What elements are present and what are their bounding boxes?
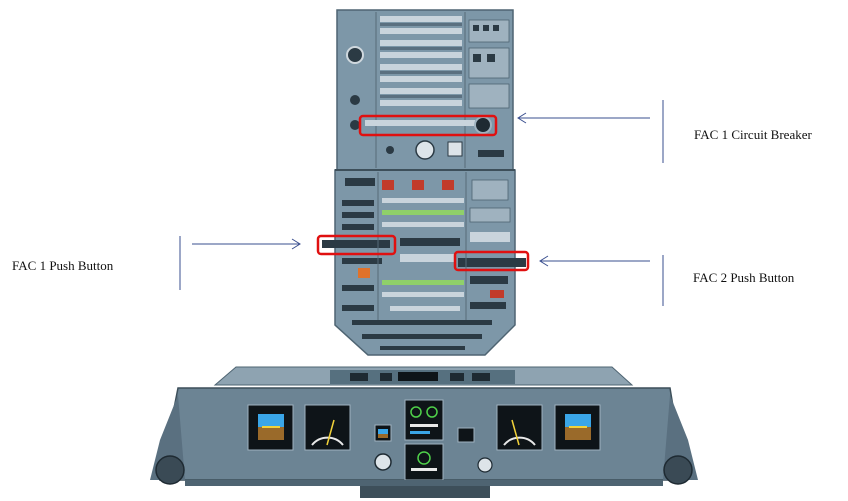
callout-arrows [179, 100, 664, 306]
overhead-panel [322, 9, 526, 356]
fac2-push-button-label: FAC 2 Push Button [693, 270, 795, 285]
fac1-push-button-highlight [316, 234, 397, 256]
fac1-circuit-breaker-label: FAC 1 Circuit Breaker [694, 127, 812, 142]
captain-nd-display [304, 404, 351, 451]
circuit-breaker-rows [365, 16, 475, 126]
fac1-push-button-label: FAC 1 Push Button [12, 258, 114, 273]
highlight-boxes [316, 114, 530, 272]
captain-pfd-display [247, 404, 294, 451]
push-button-grid [322, 178, 526, 350]
lower-ecam-display [404, 443, 444, 481]
fo-nd-display [496, 404, 543, 451]
fac1-circuit-breaker-highlight [358, 114, 498, 137]
main-instrument-panel [150, 366, 698, 498]
fo-pfd-display [554, 404, 601, 451]
upper-ecam-display [404, 399, 444, 441]
fac2-push-button-highlight [453, 250, 530, 272]
